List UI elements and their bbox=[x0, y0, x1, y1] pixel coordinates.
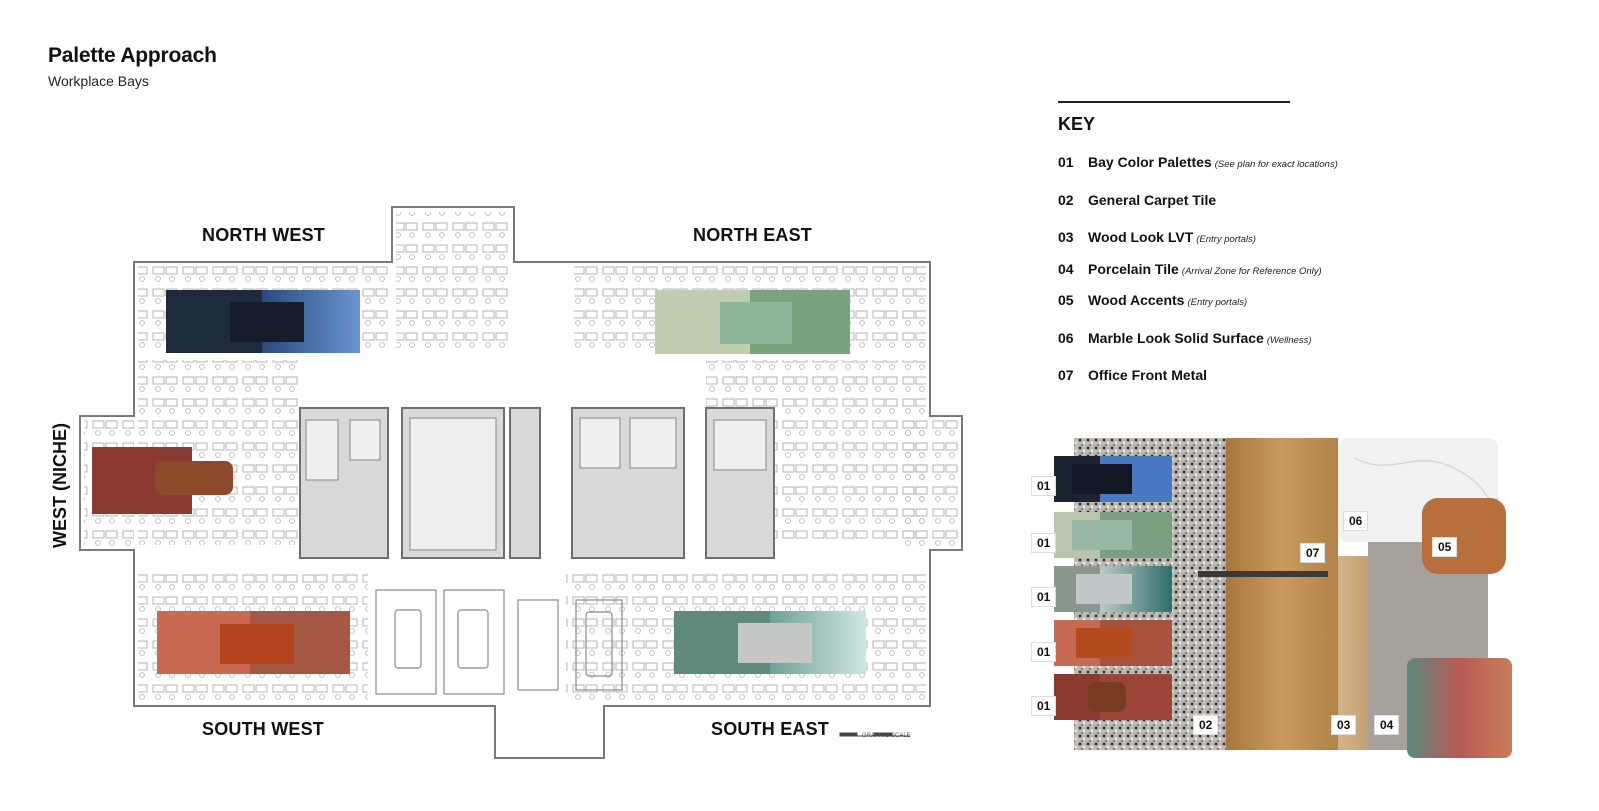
board-tag-02: 02 bbox=[1193, 715, 1219, 735]
key-item: 04 Porcelain Tile (Arrival Zone for Refe… bbox=[1058, 261, 1322, 277]
key-item-note: (Arrival Zone for Reference Only) bbox=[1181, 266, 1322, 277]
board-tag-03: 03 bbox=[1331, 715, 1357, 735]
key-item-note: (Entry portals) bbox=[1187, 297, 1248, 308]
key-divider bbox=[1058, 101, 1290, 103]
bay-palette-southeast bbox=[674, 611, 866, 674]
key-item-number: 03 bbox=[1058, 229, 1074, 245]
key-item: 07 Office Front Metal bbox=[1058, 367, 1207, 383]
key-item-note: (Entry portals) bbox=[1196, 234, 1256, 245]
key-item-number: 02 bbox=[1058, 192, 1074, 208]
key-item-number: 06 bbox=[1058, 330, 1074, 346]
bay-palette-southwest bbox=[157, 611, 350, 674]
key-item-label: General Carpet Tile bbox=[1088, 192, 1217, 208]
key-item-number: 04 bbox=[1058, 261, 1074, 277]
key-item-number: 01 bbox=[1058, 154, 1074, 170]
key-item-label: Porcelain Tile bbox=[1088, 261, 1179, 277]
material-board bbox=[1054, 438, 1512, 758]
board-tag-01: 01 bbox=[1031, 476, 1057, 496]
zone-north-east: NORTH EAST bbox=[693, 225, 812, 245]
key-item: 03 Wood Look LVT (Entry portals) bbox=[1058, 229, 1256, 245]
board-tag-05: 05 bbox=[1432, 537, 1458, 557]
board-tag-01: 01 bbox=[1031, 533, 1057, 553]
key-item: 05 Wood Accents (Entry portals) bbox=[1058, 292, 1247, 308]
key-title: KEY bbox=[1058, 114, 1096, 134]
key-item: 01 Bay Color Palettes (See plan for exac… bbox=[1058, 154, 1338, 170]
key-item: 02 General Carpet Tile bbox=[1058, 192, 1216, 208]
bay-palette-northwest bbox=[166, 290, 360, 353]
building-outline bbox=[79, 206, 963, 759]
key-item-label: Wood Accents bbox=[1088, 292, 1185, 308]
page-title: Palette Approach bbox=[48, 44, 217, 67]
board-tag-01: 01 bbox=[1031, 642, 1057, 662]
zone-south-west: SOUTH WEST bbox=[202, 719, 324, 739]
board-tag-01: 01 bbox=[1031, 696, 1057, 716]
key-item-label: Bay Color Palettes bbox=[1088, 154, 1212, 170]
zone-west-niche: WEST (NICHE) bbox=[50, 423, 70, 548]
floor-plan bbox=[79, 206, 963, 759]
key-item-label: Wood Look LVT bbox=[1088, 229, 1194, 245]
key-item-number: 07 bbox=[1058, 367, 1074, 383]
bay-palette-northeast bbox=[655, 290, 850, 354]
graphic-scale-label: GRAPHIC SCALE bbox=[862, 733, 911, 739]
board-tag-01: 01 bbox=[1031, 587, 1057, 607]
key-item-number: 05 bbox=[1058, 292, 1074, 308]
zone-north-west: NORTH WEST bbox=[202, 225, 325, 245]
key-item-label: Office Front Metal bbox=[1088, 367, 1208, 383]
page-subtitle: Workplace Bays bbox=[48, 73, 149, 89]
key-item: 06 Marble Look Solid Surface (Wellness) bbox=[1058, 330, 1312, 346]
bay-palette-west bbox=[92, 447, 233, 514]
conference-rooms bbox=[375, 589, 623, 695]
key-item-note: (See plan for exact locations) bbox=[1214, 159, 1338, 170]
zone-south-east: SOUTH EAST bbox=[711, 719, 830, 739]
key-item-note: (Wellness) bbox=[1266, 335, 1312, 346]
key-item-label: Marble Look Solid Surface bbox=[1088, 330, 1264, 346]
board-tag-06: 06 bbox=[1343, 511, 1369, 531]
graphic-scale bbox=[839, 732, 910, 737]
board-tag-04: 04 bbox=[1374, 715, 1400, 735]
board-tag-07: 07 bbox=[1300, 543, 1326, 563]
